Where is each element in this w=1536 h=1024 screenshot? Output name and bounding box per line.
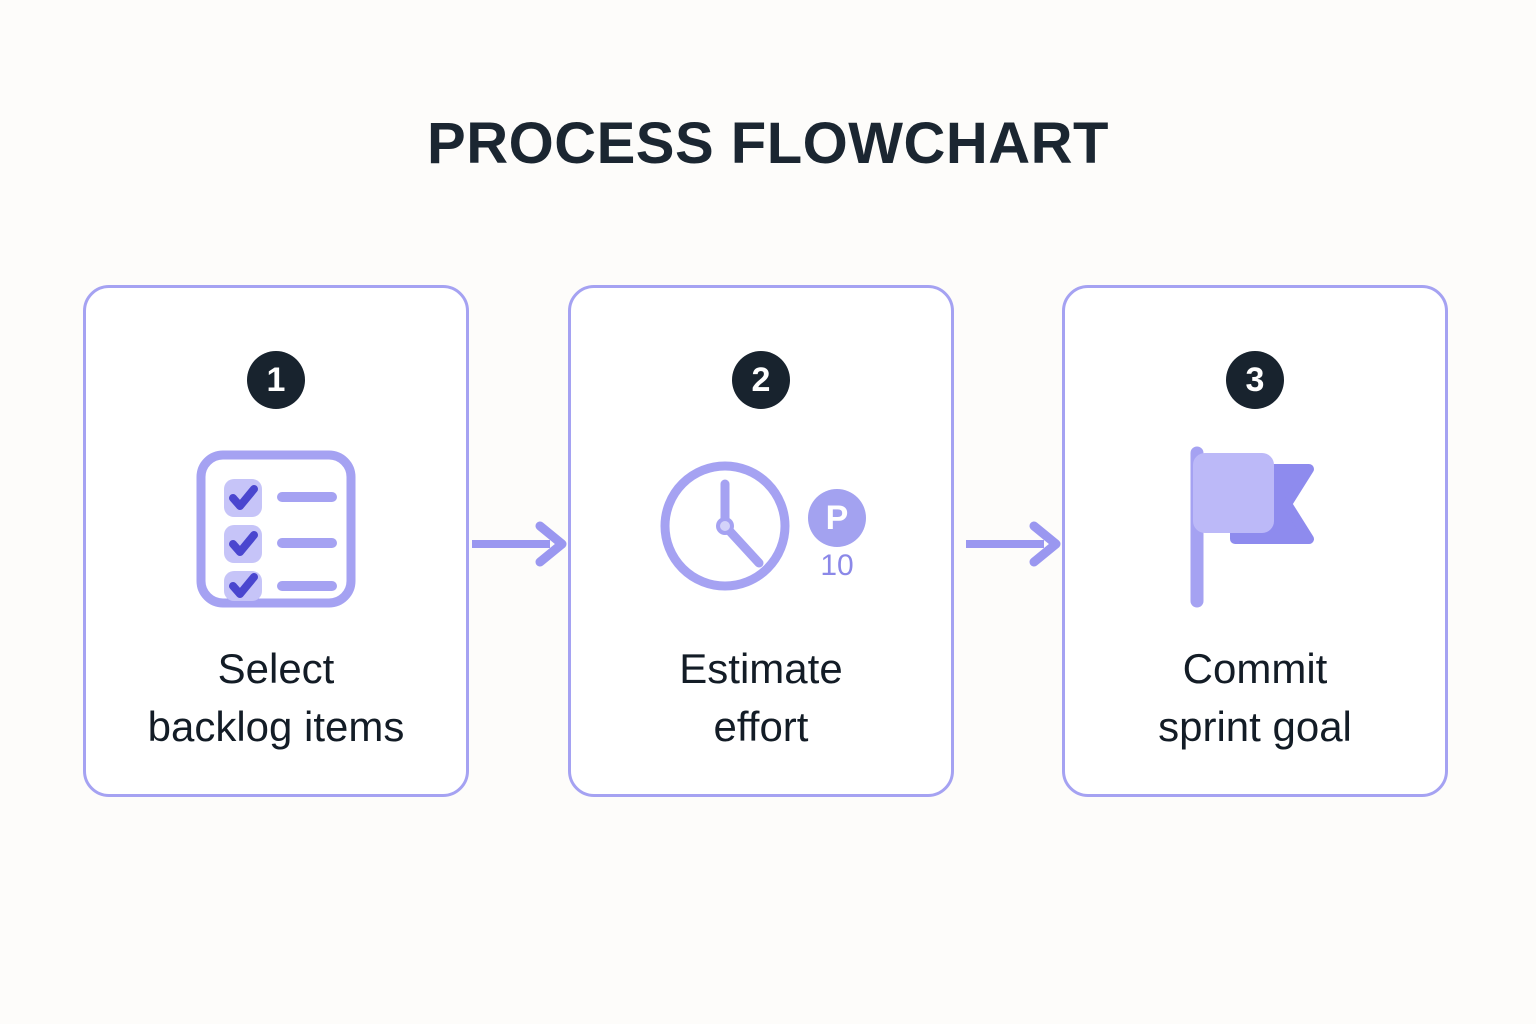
story-point-badge: P 10 bbox=[808, 488, 866, 582]
step-label-2: Estimate effort bbox=[679, 645, 843, 750]
step-number-badge-3: 3 bbox=[1226, 351, 1284, 409]
step-label-3: Commit sprint goal bbox=[1158, 645, 1352, 750]
checklist-icon bbox=[86, 438, 466, 613]
flag-icon bbox=[1065, 438, 1445, 613]
point-value: 10 bbox=[820, 548, 854, 582]
step-card-2[interactable]: 2 P 10 Estimate effort bbox=[568, 285, 954, 797]
flowchart-steps: 1 Select backlog items bbox=[83, 285, 1454, 803]
step-card-3[interactable]: 3 Commit sprint goal bbox=[1062, 285, 1448, 797]
page-title: PROCESS FLOWCHART bbox=[427, 111, 1109, 176]
step-number-badge-1: 1 bbox=[247, 351, 305, 409]
step-number-badge-2: 2 bbox=[732, 351, 790, 409]
clock-icon: P 10 bbox=[571, 438, 951, 613]
arrow-step1-to-step2 bbox=[472, 518, 568, 570]
arrow-step2-to-step3 bbox=[966, 518, 1062, 570]
step-card-1[interactable]: 1 Select backlog items bbox=[83, 285, 469, 797]
step-label-1: Select backlog items bbox=[147, 645, 405, 750]
point-letter: P bbox=[808, 488, 866, 547]
